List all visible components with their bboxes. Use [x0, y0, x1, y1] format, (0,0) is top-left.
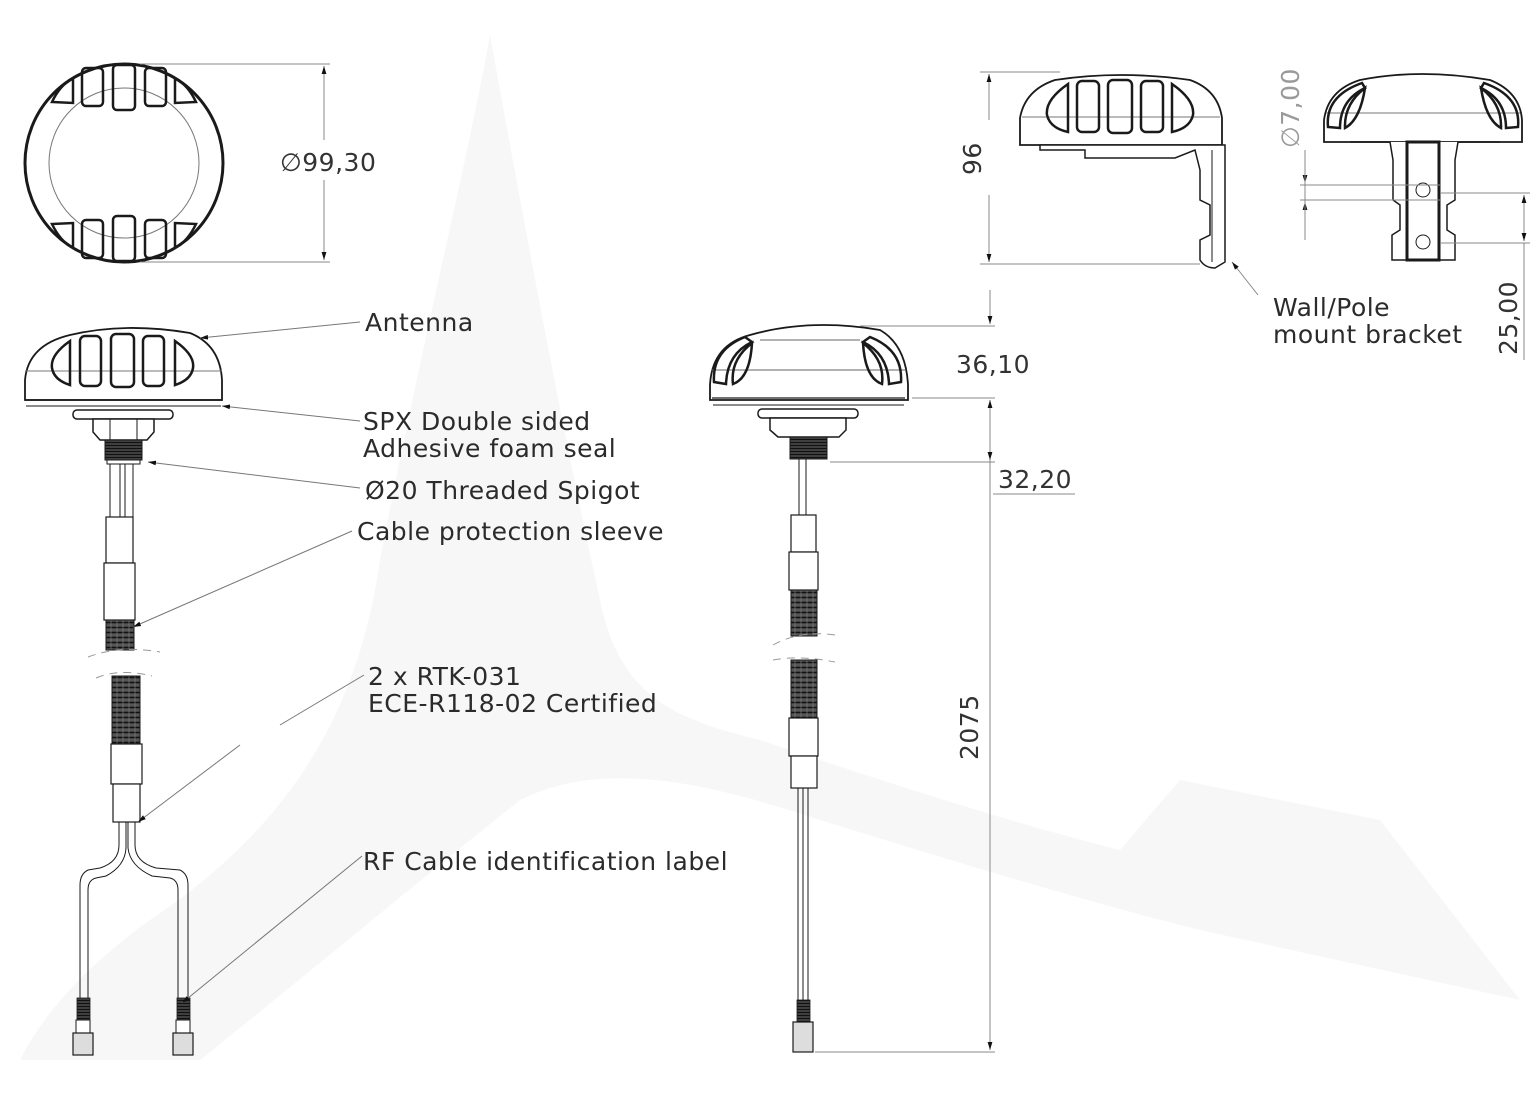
leader-lines	[132, 321, 365, 1004]
callout-seal-line1: SPX Double sided	[363, 407, 591, 436]
callout-antenna: Antenna	[365, 308, 474, 337]
dimension-hole-spacing: 25,00	[1494, 280, 1523, 355]
left-assembly	[24, 327, 223, 1056]
dimension-diameter: ∅99,30	[280, 148, 377, 177]
bracket-side-view	[1019, 74, 1226, 269]
center-dimensions	[815, 290, 1075, 1053]
dimension-cable-length: 2075	[955, 694, 984, 760]
dimension-bracket-height: 96	[958, 142, 987, 175]
bracket-front-dimensions	[1300, 150, 1530, 360]
bracket-height-dimension	[980, 71, 1259, 296]
callout-bracket-line1: Wall/Pole	[1273, 293, 1391, 322]
callout-id-label: RF Cable identification label	[363, 847, 729, 876]
callout-sleeve: Cable protection sleeve	[357, 517, 664, 546]
callout-seal-line2: Adhesive foam seal	[363, 434, 617, 463]
dimension-hole-diameter: ∅7,00	[1276, 68, 1305, 148]
callout-bracket-line2: mount bracket	[1273, 320, 1463, 349]
bracket-front-view	[1323, 73, 1523, 262]
dimension-spigot-length: 32,20	[998, 465, 1073, 494]
center-assembly	[709, 324, 909, 1053]
dimension-antenna-height: 36,10	[956, 350, 1031, 379]
watermark-logo	[20, 35, 1520, 1060]
callout-spigot: Ø20 Threaded Spigot	[365, 476, 641, 505]
callout-cable-line2: ECE-R118-02 Certified	[368, 689, 658, 718]
top-view	[23, 62, 225, 264]
antenna-dome	[24, 327, 223, 401]
diameter-dimension	[140, 63, 330, 263]
callout-cable-line1: 2 x RTK-031	[368, 662, 522, 691]
